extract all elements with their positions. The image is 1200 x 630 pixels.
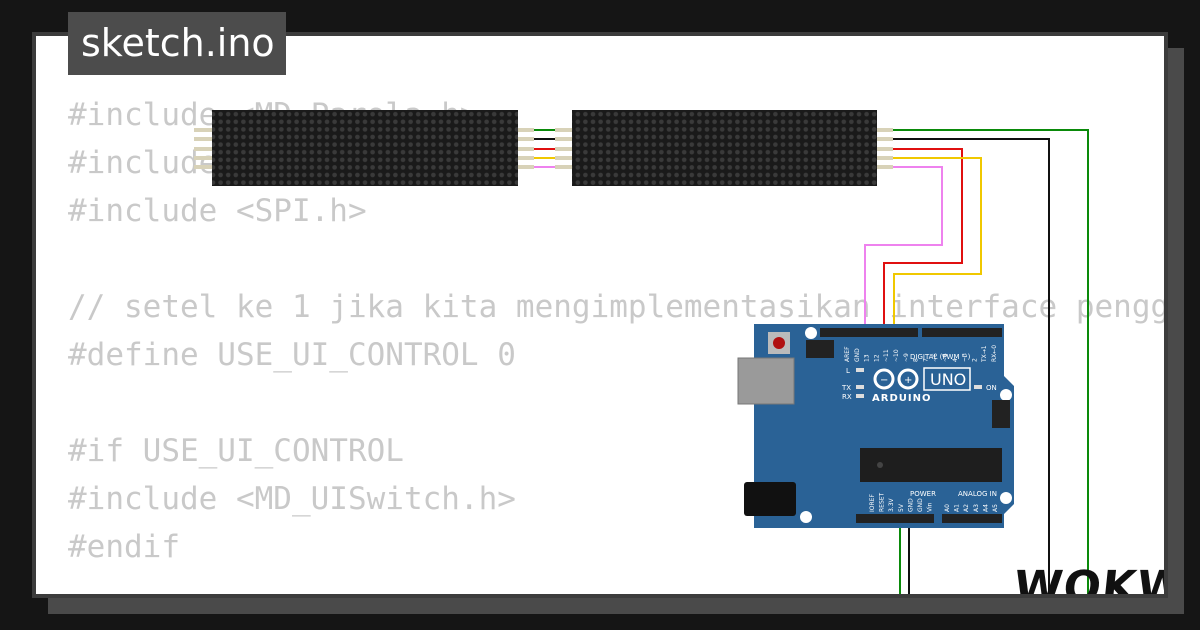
circuit-diagram: − + ARDUINO UNO DIGITAL (PWM ~) POWER AN…	[194, 110, 1089, 594]
code-line: // setel ke 1 jika kita mengimplementasi…	[68, 289, 1168, 325]
pin-label: 8	[913, 358, 920, 362]
analog-label: ANALOG IN	[958, 490, 997, 498]
digital-header-left	[820, 328, 918, 337]
pin-label: 4	[952, 358, 959, 362]
digital-header-right	[922, 328, 1002, 337]
pin-label: GND	[917, 498, 924, 512]
pin-label: RX←0	[991, 345, 998, 362]
code-line: #include <MD_UISwitch.h>	[68, 481, 516, 517]
code-line: #include <SPI.h>	[68, 193, 367, 229]
analog-header	[942, 514, 1002, 523]
atmega-chip	[860, 448, 1002, 482]
pin-label: 5V	[898, 503, 905, 512]
usb-port	[737, 357, 795, 405]
board-model: UNO	[930, 370, 966, 389]
pin-label: 12	[873, 354, 880, 362]
pin-label: IOREF	[869, 494, 876, 512]
svg-text:+: +	[904, 375, 912, 386]
pin-label: ~10	[893, 349, 900, 362]
pin-label: 7	[922, 358, 929, 362]
pin-label: 13	[864, 354, 871, 362]
wokwi-logo[interactable]: WOKWi	[1011, 562, 1168, 598]
led-l-label: L	[846, 367, 850, 375]
led-matrix-right[interactable]	[555, 110, 893, 186]
preview-card: #include <MD_Parola.h>#include <MD_MAX72…	[32, 32, 1168, 598]
pin-label: AREF	[844, 346, 851, 362]
pin-label: GND	[854, 348, 861, 362]
code-line: #if USE_UI_CONTROL	[68, 433, 404, 469]
code-line: #endif	[68, 529, 180, 565]
arduino-logo-icon	[873, 368, 919, 390]
svg-text:−: −	[880, 375, 888, 386]
pin-label: 2	[971, 358, 978, 362]
led-on-label: ON	[986, 384, 997, 392]
power-jack	[744, 482, 796, 516]
pin-label: A3	[973, 504, 980, 512]
pin-label: ~5	[942, 353, 949, 362]
wire-green	[874, 129, 1089, 594]
power-label: POWER	[910, 490, 936, 498]
pin-label: RESET	[879, 492, 886, 512]
led-matrix-left[interactable]	[194, 110, 534, 186]
led-tx-label: TX	[841, 384, 851, 392]
sketch-title: sketch.ino	[68, 12, 286, 75]
pin-label: TX→1	[981, 345, 988, 363]
wire-pink	[864, 166, 943, 326]
arduino-uno-board[interactable]: − + ARDUINO UNO DIGITAL (PWM ~) POWER AN…	[737, 324, 1014, 528]
code-line: #define USE_UI_CONTROL 0	[68, 337, 516, 373]
pin-label: ~11	[883, 349, 890, 362]
board-logo-text: ARDUINO	[872, 393, 931, 404]
pin-label: Vin	[927, 502, 934, 512]
pin-label: A1	[954, 504, 961, 512]
digital-label: DIGITAL (PWM ~)	[910, 353, 971, 361]
pin-label: 3.3V	[888, 497, 895, 512]
pin-label: ~6	[932, 353, 939, 362]
pin-label: ~9	[903, 353, 910, 362]
pin-label: A2	[963, 504, 970, 512]
wire-black	[874, 138, 1050, 594]
wire-yellow	[874, 157, 982, 326]
wire-red	[874, 148, 963, 326]
pin-label: GND	[907, 498, 914, 512]
pin-label: A5	[992, 504, 999, 512]
pin-label: A4	[982, 504, 989, 512]
pin-label: ~3	[962, 353, 969, 362]
led-rx-label: RX	[842, 393, 852, 401]
pin-label: A0	[944, 504, 951, 512]
wires	[518, 129, 1089, 594]
power-header	[856, 514, 934, 523]
